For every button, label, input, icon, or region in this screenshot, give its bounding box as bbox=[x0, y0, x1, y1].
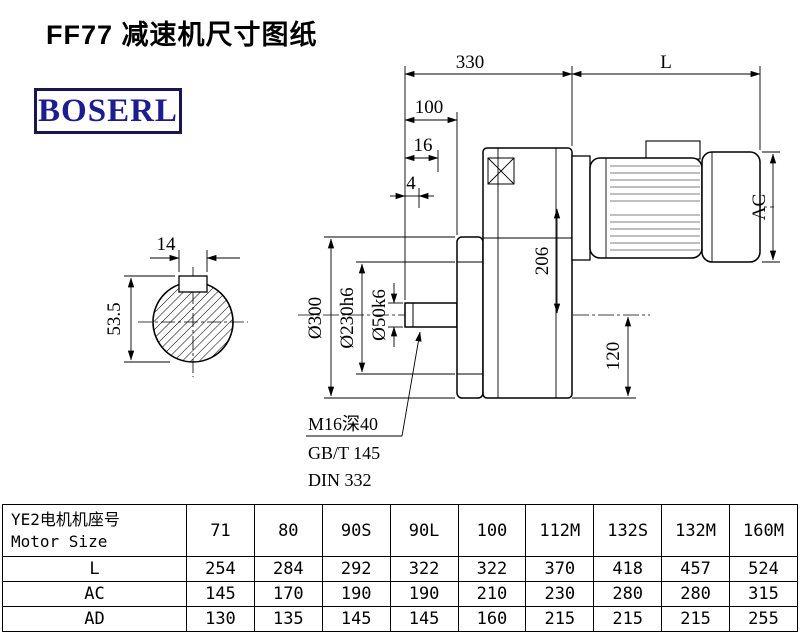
table-header-row: YE2电机机座号 Motor Size 71 80 90S 90L 100 11… bbox=[2, 504, 798, 557]
dim-16: 16 bbox=[414, 135, 433, 156]
frame-size-71: 71 bbox=[186, 504, 255, 557]
dim-motor-length: L bbox=[660, 52, 672, 73]
motor-size-header: YE2电机机座号 Motor Size bbox=[2, 504, 187, 557]
frame-size-80: 80 bbox=[253, 504, 323, 557]
dim-shaft-dia: Ø50k6 bbox=[369, 289, 390, 341]
table-row-AC: AC 145 170 190 190 210 230 280 280 315 bbox=[2, 581, 798, 607]
motor-fins bbox=[610, 165, 700, 251]
frame-size-160m: 160M bbox=[729, 504, 798, 557]
cell-AD-90s: 145 bbox=[321, 606, 391, 632]
dim-key-width: 14 bbox=[157, 234, 177, 255]
frame-size-90l: 90L bbox=[389, 504, 459, 557]
motor-adapter bbox=[571, 155, 591, 261]
gear-housing bbox=[482, 147, 573, 399]
dim-flange-od: Ø300 bbox=[305, 297, 326, 339]
frame-size-90s: 90S bbox=[321, 504, 391, 557]
cell-L-160m: 524 bbox=[729, 556, 798, 582]
frame-size-100: 100 bbox=[457, 504, 527, 557]
shaft-section-circle bbox=[152, 281, 234, 363]
cell-AD-132m: 215 bbox=[661, 606, 730, 632]
table-row-L: L 254 284 292 322 322 370 418 457 524 bbox=[2, 556, 798, 582]
cell-AD-160m: 255 bbox=[729, 606, 798, 632]
note-tapped-hole: M16深40 bbox=[308, 414, 378, 434]
cell-AC-80: 170 bbox=[253, 581, 323, 607]
table-row-AD: AD 130 135 145 145 160 215 215 215 255 bbox=[2, 606, 798, 632]
fan-cowl bbox=[701, 151, 761, 263]
cell-AD-100: 160 bbox=[457, 606, 527, 632]
dim-206: 206 bbox=[532, 247, 553, 276]
cell-AD-71: 130 bbox=[186, 606, 255, 632]
cell-AC-71: 145 bbox=[186, 581, 255, 607]
cell-L-132s: 418 bbox=[593, 556, 663, 582]
row-label-AC: AC bbox=[2, 581, 187, 607]
dim-motor-ac: AC bbox=[749, 194, 770, 220]
dim-spigot-dia: Ø230h6 bbox=[337, 287, 358, 348]
dimension-lines bbox=[306, 66, 780, 437]
frame-size-132m: 132M bbox=[661, 504, 730, 557]
cell-L-90s: 292 bbox=[321, 556, 391, 582]
cell-L-132m: 457 bbox=[661, 556, 730, 582]
frame-size-132s: 132S bbox=[593, 504, 663, 557]
row-label-L: L bbox=[2, 556, 187, 582]
dimension-table: YE2电机机座号 Motor Size 71 80 90S 90L 100 11… bbox=[2, 504, 798, 632]
cell-L-71: 254 bbox=[186, 556, 255, 582]
note-gb-standard: GB/T 145 bbox=[308, 443, 380, 463]
cell-AC-132s: 280 bbox=[593, 581, 663, 607]
dim-key-height: 53.5 bbox=[104, 302, 125, 335]
cell-AC-90s: 190 bbox=[321, 581, 391, 607]
dim-overall-length: 330 bbox=[456, 52, 485, 73]
bolt-hole-mark bbox=[487, 157, 515, 185]
shaft-section-view bbox=[124, 250, 248, 377]
row-label-AD: AD bbox=[2, 606, 187, 632]
dim-120: 120 bbox=[603, 342, 624, 371]
cell-L-112m: 370 bbox=[525, 556, 595, 582]
motor-size-header-en: Motor Size bbox=[11, 531, 108, 551]
technical-drawing: 14 53.5 bbox=[104, 52, 780, 490]
cell-AD-80: 135 bbox=[253, 606, 323, 632]
cell-AC-160m: 315 bbox=[729, 581, 798, 607]
cell-AC-132m: 280 bbox=[661, 581, 730, 607]
note-din-standard: DIN 332 bbox=[308, 470, 372, 490]
frame-size-112m: 112M bbox=[525, 504, 595, 557]
cell-AD-132s: 215 bbox=[593, 606, 663, 632]
terminal-box bbox=[645, 140, 701, 160]
motor-size-header-cn: YE2电机机座号 bbox=[11, 509, 120, 529]
cell-AD-90l: 145 bbox=[389, 606, 459, 632]
cell-AC-90l: 190 bbox=[389, 581, 459, 607]
cell-AC-100: 210 bbox=[457, 581, 527, 607]
cell-L-90l: 322 bbox=[389, 556, 459, 582]
cell-AC-112m: 230 bbox=[525, 581, 595, 607]
cell-L-100: 322 bbox=[457, 556, 527, 582]
brand-logo: BOSERL bbox=[34, 88, 182, 134]
output-shaft bbox=[404, 302, 458, 328]
cell-L-80: 284 bbox=[253, 556, 323, 582]
shaft-keyway bbox=[178, 275, 208, 293]
dim-100: 100 bbox=[415, 97, 444, 118]
page-title: FF77 减速机尺寸图纸 bbox=[46, 20, 318, 50]
dim-4: 4 bbox=[406, 173, 416, 194]
cell-AD-112m: 215 bbox=[525, 606, 595, 632]
reducer-main-view bbox=[298, 140, 774, 399]
